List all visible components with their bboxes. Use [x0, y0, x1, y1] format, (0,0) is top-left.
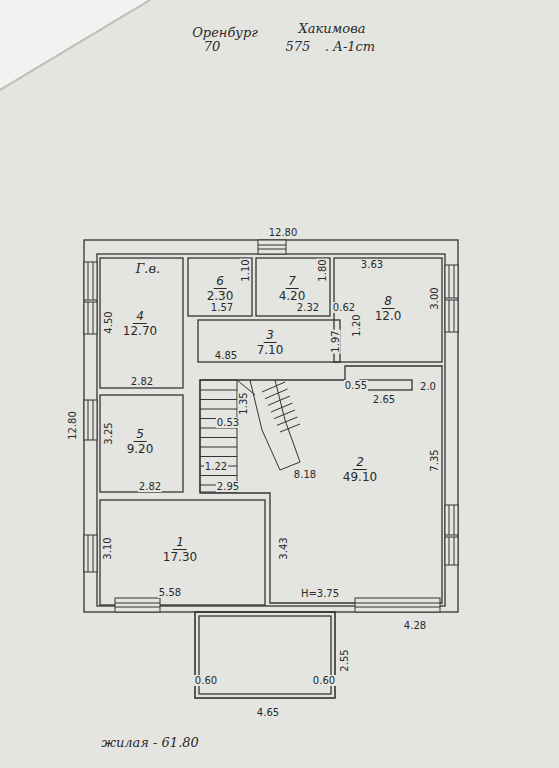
room-label: 62.30 [203, 268, 238, 306]
dimension-label: 4.65 [256, 707, 280, 718]
room-label: 412.70 [119, 303, 161, 341]
dimension-label: 4.28 [403, 620, 427, 631]
handwritten-note: Оренбург [191, 27, 259, 38]
dimension-label: 8.18 [293, 469, 317, 480]
dimension-label: 2.82 [130, 376, 154, 387]
room-label: 74.20 [275, 268, 310, 306]
handwritten-note: 575 [285, 41, 312, 52]
dimension-label: 3.00 [428, 286, 439, 310]
dimension-label: 1.57 [210, 302, 234, 313]
room-area: 12.70 [123, 324, 157, 339]
dimension-label: 1.20 [350, 313, 361, 337]
handwritten-note: . А-1ст [324, 41, 376, 52]
room-area: 12.0 [375, 309, 402, 324]
dimension-label: 3.25 [102, 421, 113, 445]
dimension-label: 3.43 [277, 536, 288, 560]
dimension-label: 1.35 [237, 391, 248, 415]
dimension-label: 1.22 [204, 461, 228, 472]
inner-wall [97, 254, 445, 606]
dimension-label: 1.97 [329, 329, 340, 353]
dimension-label: 2.65 [372, 394, 396, 405]
dimension-label: 0.60 [312, 675, 336, 686]
room-label: 117.30 [159, 529, 201, 567]
room-area: 17.30 [163, 550, 197, 565]
dimension-label: 3.63 [360, 259, 384, 270]
room-area: 7.10 [257, 343, 284, 358]
room-area: 9.20 [127, 442, 154, 457]
dimension-label: 2.0 [419, 381, 437, 392]
dimension-label: 2.95 [216, 481, 240, 492]
room-number: 2 [353, 455, 367, 470]
room-number: 8 [381, 294, 395, 309]
handwritten-note: 70 [203, 41, 222, 52]
dimension-label: 2.32 [296, 302, 320, 313]
handwritten-note: жилая - 61.80 [100, 737, 200, 748]
dimension-label: 7.35 [428, 448, 439, 472]
dimension-label: 0.53 [216, 417, 240, 428]
dimension-label: 4.85 [214, 350, 238, 361]
dimension-label: 5.58 [158, 587, 182, 598]
room-label: 37.10 [253, 322, 288, 360]
room-number: 1 [173, 535, 187, 550]
dimension-label: 1.80 [316, 258, 327, 282]
handwritten-note: Г.в. [135, 263, 161, 274]
dimension-label: 0.55 [344, 380, 368, 391]
room-label: 812.0 [371, 288, 406, 326]
dimension-label: 4.50 [102, 310, 113, 334]
room-label: 59.20 [123, 421, 158, 459]
dimension-label: 0.60 [194, 675, 218, 686]
room-area: 49.10 [343, 470, 377, 485]
dimension-label: 2.55 [338, 648, 349, 672]
room-number: 3 [263, 328, 277, 343]
dimension-label: 2.82 [138, 481, 162, 492]
dimension-label: 12.80 [66, 410, 77, 441]
room-number: 6 [213, 274, 227, 289]
dimension-label: 0.62 [332, 302, 356, 313]
dimension-label: 3.10 [101, 536, 112, 560]
room-number: 7 [285, 274, 299, 289]
dimension-label: Н=3.75 [300, 588, 340, 599]
room-number: 5 [133, 427, 147, 442]
dimension-label: 12.80 [268, 227, 299, 238]
room-label: 249.10 [339, 449, 381, 487]
paper-fold [0, 0, 150, 90]
room-number: 4 [133, 309, 147, 324]
handwritten-note: Хакимова [297, 23, 366, 34]
outer-wall [84, 240, 458, 612]
dimension-label: 1.10 [239, 258, 250, 282]
